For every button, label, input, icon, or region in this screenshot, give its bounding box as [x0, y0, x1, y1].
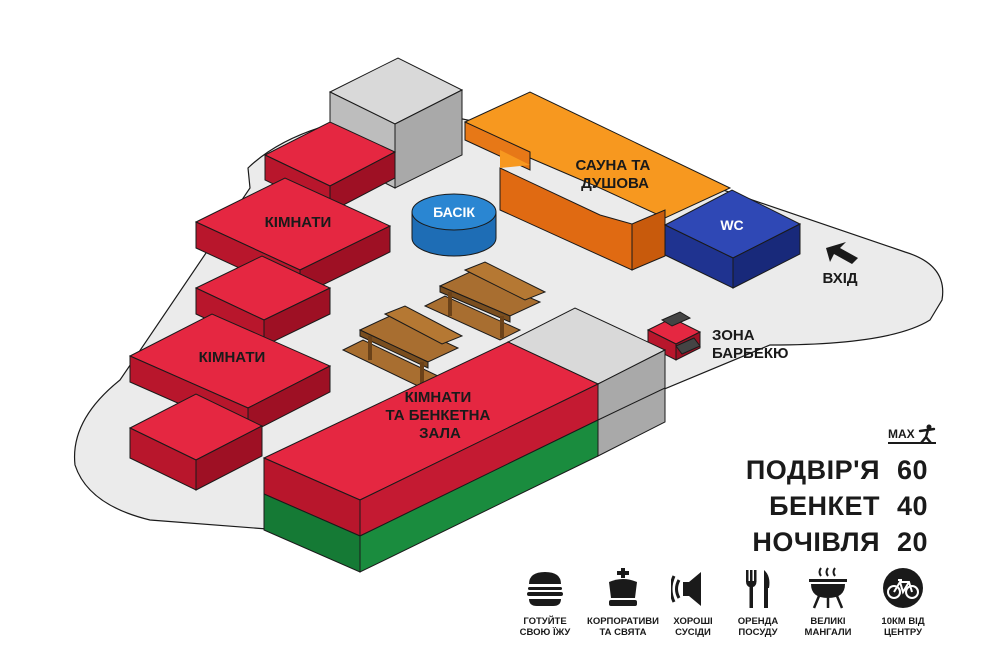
amenity-dishes: ОРЕНДА ПОСУДУ	[718, 566, 798, 638]
cutlery-icon	[746, 570, 770, 608]
amenity-corporate: КОРПОРАТИВИ ТА СВЯТА	[583, 566, 663, 638]
amenity-cook-label: ГОТУЙТЕ СВОЮ ЇЖУ	[519, 616, 571, 638]
sauna-label: САУНА ТА ДУШОВА	[575, 157, 654, 192]
capacity-list: ПОДВІР'Я 60 БЕНКЕТ 40 НОЧІВЛЯ 20	[688, 452, 928, 560]
amenity-center-label: 10КМ ВІД ЦЕНТРУ	[881, 616, 925, 638]
banquet-label-line3: ЗАЛА	[419, 425, 461, 442]
capacity-banquet-label: БЕНКЕТ	[769, 491, 880, 521]
amenity-cook: ГОТУЙТЕ СВОЮ ЇЖУ	[505, 566, 585, 638]
capacity-yard-value: 60	[896, 455, 928, 485]
bicycle-icon	[883, 568, 923, 608]
person-icon	[918, 424, 935, 444]
amenity-neighbors-label: ХОРОШІ СУСІДИ	[673, 616, 713, 638]
bbq-label-line2: БАРБЕКЮ	[712, 345, 788, 362]
sauna-label-line1: САУНА ТА	[575, 157, 650, 174]
speaker-icon	[671, 572, 701, 606]
bbq-grill-icon	[646, 311, 702, 361]
amenity-grills-label: ВЕЛИКІ МАНГАЛИ	[804, 616, 852, 638]
capacity-banquet-value: 40	[896, 491, 928, 521]
amenity-grills: ВЕЛИКІ МАНГАЛИ	[788, 566, 868, 638]
banquet-label-line1: КІМНАТИ	[405, 389, 472, 406]
picnic-table-right	[423, 261, 547, 341]
capacity-row-banquet: БЕНКЕТ 40	[688, 488, 928, 524]
sauna-label-line2: ДУШОВА	[581, 175, 649, 192]
bbq-label-line1: ЗОНА	[712, 327, 755, 344]
capacity-header-label: MAX	[888, 427, 915, 441]
pool-label: БАСІК	[433, 204, 475, 220]
rooms-label-left: КІМНАТИ	[199, 349, 266, 366]
amenity-dishes-label: ОРЕНДА ПОСУДУ	[737, 616, 779, 638]
entrance-label: ВХІД	[822, 270, 857, 287]
capacity-row-overnight: НОЧІВЛЯ 20	[688, 524, 928, 560]
rooms-label-top: КІМНАТИ	[265, 214, 332, 231]
banquet-label: КІМНАТИ ТА БЕНКЕТНА ЗАЛА	[386, 389, 495, 442]
crown-icon	[609, 568, 637, 606]
capacity-header: MAX	[888, 424, 936, 444]
bbq-label: ЗОНА БАРБЕКЮ	[712, 327, 788, 362]
pool	[411, 193, 497, 257]
rooms-block-top[interactable]	[194, 121, 397, 347]
wc-block[interactable]	[663, 189, 802, 289]
capacity-header-underline	[888, 442, 936, 444]
entrance-arrow-icon[interactable]	[826, 242, 858, 264]
capacity-overnight-value: 20	[896, 527, 928, 557]
amenity-neighbors: ХОРОШІ СУСІДИ	[653, 566, 733, 638]
burger-icon	[527, 572, 563, 606]
grill-icon	[809, 567, 847, 609]
sauna-block[interactable]	[463, 91, 732, 271]
wc-label: WC	[720, 217, 743, 233]
rooms-block-left[interactable]	[128, 313, 332, 491]
amenity-corporate-label: КОРПОРАТИВИ ТА СВЯТА	[587, 616, 659, 638]
banquet-label-line2: ТА БЕНКЕТНА	[386, 407, 491, 424]
capacity-overnight-label: НОЧІВЛЯ	[752, 527, 880, 557]
capacity-yard-label: ПОДВІР'Я	[745, 455, 880, 485]
banquet-hall-block[interactable]	[262, 307, 667, 573]
amenity-center: 10КМ ВІД ЦЕНТРУ	[863, 566, 943, 638]
capacity-row-yard: ПОДВІР'Я 60	[688, 452, 928, 488]
picnic-table-left	[341, 305, 464, 387]
